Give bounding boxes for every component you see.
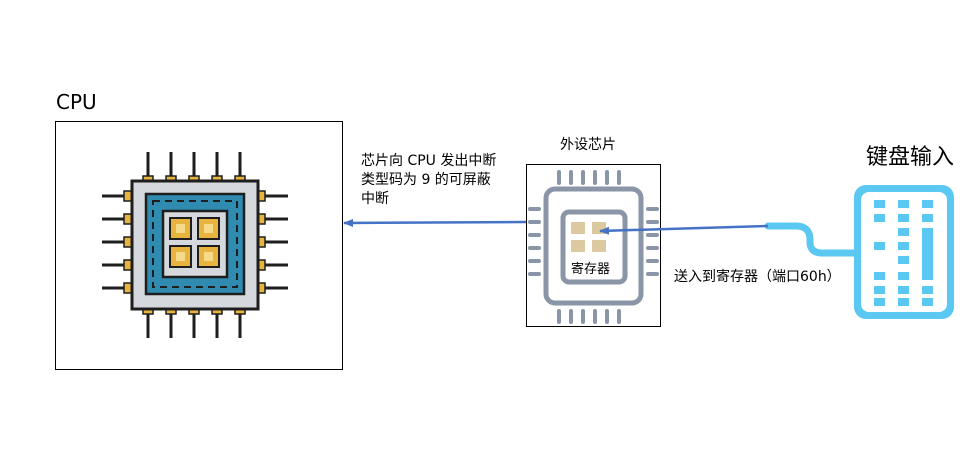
keyboard-cable [764, 222, 860, 257]
peripheral-title: 外设芯片 [560, 137, 616, 153]
interrupt-line-2: 类型码为 9 的可屏蔽 [361, 172, 491, 188]
keyboard-icon [854, 185, 954, 319]
interrupt-line-3: 中断 [361, 191, 389, 207]
send-annotation: 送入到寄存器（端口60h） [674, 269, 841, 285]
register-label: 寄存器 [571, 262, 611, 277]
interrupt-line-1: 芯片向 CPU 发出中断 [361, 153, 497, 169]
keyboard-title: 键盘输入 [866, 145, 955, 170]
cpu-chip-icon [102, 152, 288, 338]
cpu-title: CPU [56, 90, 97, 114]
interrupt-arrow [343, 218, 527, 227]
interrupt-annotation: 芯片向 CPU 发出中断 类型码为 9 的可屏蔽 中断 [361, 152, 496, 209]
microchip-icon [528, 170, 659, 324]
keyboard-to-register-arrow [599, 224, 769, 235]
